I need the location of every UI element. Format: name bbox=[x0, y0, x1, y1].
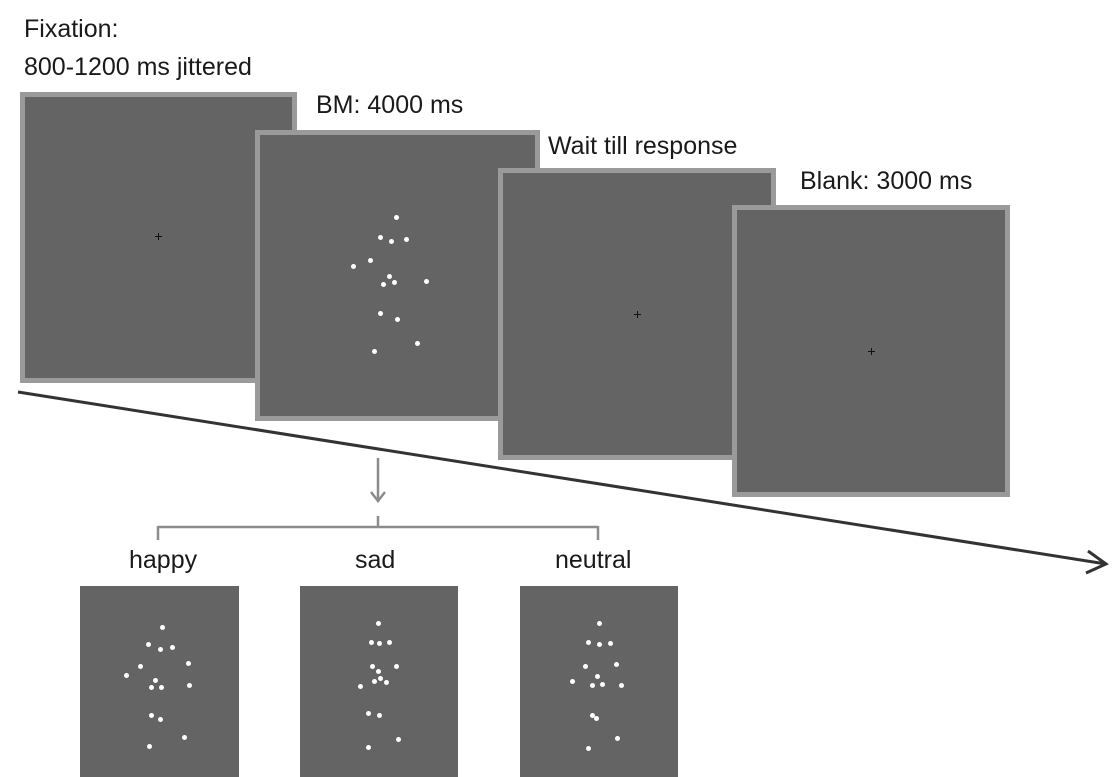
light-point-dot bbox=[614, 735, 620, 741]
light-point-dot bbox=[395, 736, 401, 742]
light-point-dot bbox=[414, 340, 420, 346]
light-point-dot bbox=[375, 668, 381, 674]
light-point-dot bbox=[376, 712, 382, 718]
light-point-dot bbox=[386, 273, 392, 279]
fixation-duration: 800-1200 ms jittered bbox=[24, 53, 252, 81]
light-point-dot bbox=[593, 715, 599, 721]
light-point-dot bbox=[185, 660, 191, 666]
condition-label-sad: sad bbox=[355, 546, 396, 574]
light-point-dot bbox=[186, 682, 192, 688]
stimulus-neutral bbox=[520, 586, 678, 777]
light-point-dot bbox=[391, 279, 397, 285]
light-point-dot bbox=[386, 639, 392, 645]
light-point-dot bbox=[423, 278, 429, 284]
light-point-dot bbox=[376, 640, 382, 646]
light-point-dot bbox=[369, 663, 375, 669]
branch-arrowhead-icon bbox=[370, 491, 386, 504]
light-point-dot bbox=[377, 310, 383, 316]
light-point-dot bbox=[365, 710, 371, 716]
light-point-dot bbox=[380, 281, 386, 287]
light-point-dot bbox=[589, 712, 595, 718]
light-point-dot bbox=[383, 679, 389, 685]
light-point-dot bbox=[599, 681, 605, 687]
light-point-dot bbox=[377, 234, 383, 240]
time-arrowhead-icon bbox=[1085, 549, 1109, 575]
light-point-dot bbox=[367, 257, 373, 263]
fixation-screen bbox=[20, 92, 297, 383]
light-point-dot bbox=[159, 624, 165, 630]
light-point-dot bbox=[618, 682, 624, 688]
light-point-dot bbox=[607, 640, 613, 646]
light-point-dot bbox=[371, 678, 377, 684]
light-point-dot bbox=[589, 682, 595, 688]
condition-label-happy: happy bbox=[129, 546, 198, 574]
light-point-dot bbox=[152, 677, 158, 683]
light-point-dot bbox=[393, 663, 399, 669]
light-point-dot bbox=[585, 639, 591, 645]
fixation-cross-icon bbox=[634, 311, 641, 318]
light-point-dot bbox=[388, 238, 394, 244]
blank-label: Blank: 3000 ms bbox=[800, 167, 973, 195]
light-point-dot bbox=[368, 639, 374, 645]
light-point-dot bbox=[169, 644, 175, 650]
light-point-dot bbox=[148, 684, 154, 690]
light-point-dot bbox=[365, 744, 371, 750]
bm-screen bbox=[255, 130, 540, 421]
light-point-dot bbox=[375, 620, 381, 626]
stimulus-sad bbox=[300, 586, 458, 777]
light-point-dot bbox=[596, 620, 602, 626]
light-point-dot bbox=[582, 663, 588, 669]
light-point-dot bbox=[403, 236, 409, 242]
light-point-dot bbox=[613, 661, 619, 667]
light-point-dot bbox=[145, 641, 151, 647]
fixation-cross-icon bbox=[868, 348, 875, 355]
light-point-dot bbox=[596, 641, 602, 647]
light-point-dot bbox=[594, 673, 600, 679]
stimulus-happy bbox=[80, 586, 239, 777]
light-point-dot bbox=[146, 743, 152, 749]
bm-label: BM: 4000 ms bbox=[316, 91, 464, 119]
light-point-dot bbox=[123, 672, 129, 678]
light-point-dot bbox=[148, 712, 154, 718]
light-point-dot bbox=[394, 316, 400, 322]
response-label: Wait till response bbox=[548, 132, 738, 160]
time-arrow-line bbox=[17, 390, 1107, 566]
fixation-cross-icon bbox=[155, 233, 162, 240]
light-point-dot bbox=[371, 348, 377, 354]
light-point-dot bbox=[393, 214, 399, 220]
light-point-dot bbox=[158, 684, 164, 690]
condition-label-neutral: neutral bbox=[555, 546, 632, 574]
light-point-dot bbox=[157, 716, 163, 722]
light-point-dot bbox=[357, 683, 363, 689]
light-point-dot bbox=[350, 263, 356, 269]
blank-screen bbox=[732, 205, 1010, 497]
fixation-title: Fixation: bbox=[24, 15, 119, 43]
light-point-dot bbox=[377, 675, 383, 681]
light-point-dot bbox=[569, 678, 575, 684]
light-point-dot bbox=[585, 745, 591, 751]
light-point-dot bbox=[181, 734, 187, 740]
light-point-dot bbox=[157, 646, 163, 652]
light-point-dot bbox=[137, 663, 143, 669]
